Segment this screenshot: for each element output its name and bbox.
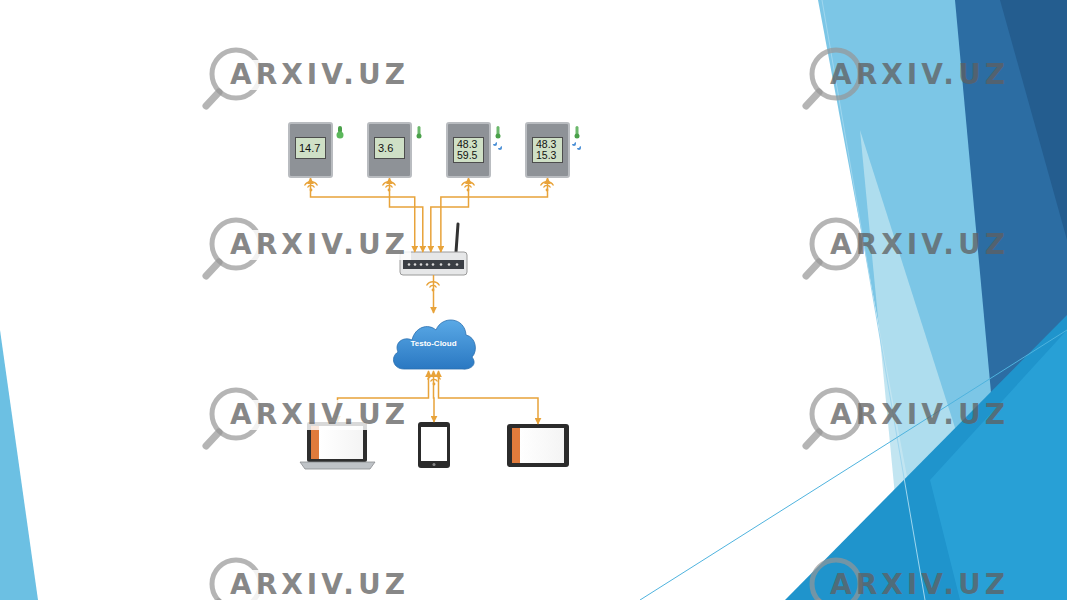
watermark: ARXIV.UZ xyxy=(828,230,1011,260)
data-logger: 48.359.5 xyxy=(446,122,491,178)
connector xyxy=(433,371,435,422)
reading-value: 48.3 xyxy=(536,139,556,150)
watermark: ARXIV.UZ xyxy=(228,570,411,600)
watermark-icons xyxy=(206,50,860,600)
cloud-label: Testo-Cloud xyxy=(390,339,477,348)
data-logger: 3.6 xyxy=(367,122,412,178)
cloud-service: Testo-Cloud xyxy=(390,313,477,371)
reading-value: 3.6 xyxy=(378,143,393,154)
connector xyxy=(433,275,435,313)
data-logger: 14.7 xyxy=(288,122,333,178)
connector xyxy=(431,178,469,252)
data-logger: 48.315.3 xyxy=(525,122,570,178)
connector xyxy=(441,178,548,252)
client-device xyxy=(507,424,569,467)
corner-shapes xyxy=(640,0,1067,600)
logger-display: 48.359.5 xyxy=(453,137,484,163)
watermark: ARXIV.UZ xyxy=(228,400,411,430)
reading-value: 14.7 xyxy=(299,143,320,154)
watermark: ARXIV.UZ xyxy=(828,400,1011,430)
logger-display: 48.315.3 xyxy=(532,137,563,163)
wireless-marks xyxy=(305,182,554,386)
watermark: ARXIV.UZ xyxy=(228,230,411,260)
watermark: ARXIV.UZ xyxy=(828,60,1011,90)
reading-value: 59.5 xyxy=(457,150,477,161)
client-device xyxy=(418,422,450,468)
connector xyxy=(439,371,539,424)
corner-stripe xyxy=(0,330,38,600)
logger-display: 14.7 xyxy=(295,137,326,159)
watermark: ARXIV.UZ xyxy=(228,60,411,90)
watermark: ARXIV.UZ xyxy=(828,570,1011,600)
logger-display: 3.6 xyxy=(374,137,405,159)
reading-value: 15.3 xyxy=(536,150,556,161)
reading-value: 48.3 xyxy=(457,139,477,150)
